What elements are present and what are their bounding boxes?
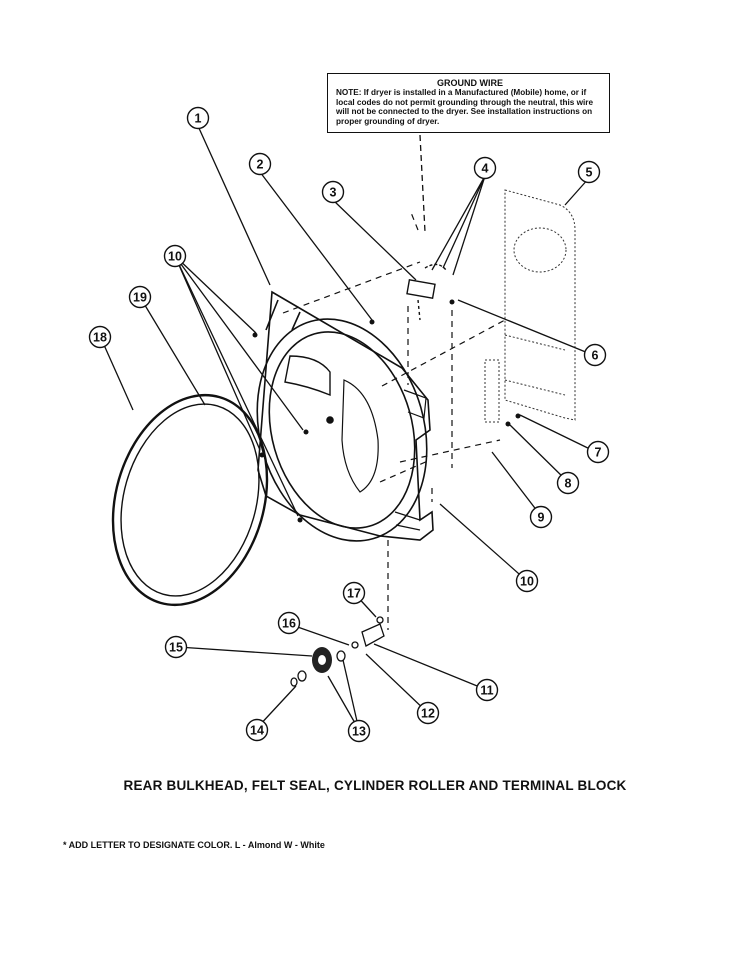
diagram-caption: REAR BULKHEAD, FELT SEAL, CYLINDER ROLLE… (123, 778, 627, 793)
svg-text:12: 12 (421, 707, 435, 721)
svg-text:4: 4 (482, 162, 489, 176)
svg-text:11: 11 (480, 684, 493, 698)
svg-text:9: 9 (538, 511, 545, 525)
svg-text:3: 3 (330, 186, 337, 200)
callout-11: 11 (475, 678, 499, 702)
callout-4: 4 (473, 156, 497, 180)
svg-text:16: 16 (282, 617, 296, 631)
svg-text:18: 18 (93, 331, 107, 345)
callout-7: 7 (586, 440, 610, 464)
callout-12: 12 (416, 701, 440, 725)
svg-text:14: 14 (250, 724, 264, 738)
cylinder-roller (290, 616, 385, 687)
svg-text:17: 17 (347, 587, 361, 601)
ground-wire-note: GROUND WIRE NOTE: If dryer is installed … (327, 73, 610, 133)
svg-text:1: 1 (195, 112, 202, 126)
svg-text:15: 15 (169, 641, 183, 655)
ground-wire-note-text: NOTE: If dryer is installed in a Manufac… (336, 88, 594, 126)
svg-text:6: 6 (592, 349, 599, 363)
assembly-lines (282, 209, 506, 630)
callout-10-upper: 10 (163, 244, 187, 268)
callout-17: 17 (342, 581, 366, 605)
callout-1: 1 (186, 106, 210, 130)
svg-text:19: 19 (133, 291, 147, 305)
ground-wire-note-title: GROUND WIRE (437, 78, 503, 88)
rear-bulkhead (256, 290, 434, 542)
callout-5: 5 (577, 160, 601, 184)
callout-14: 14 (245, 718, 269, 742)
callout-18: 18 (88, 325, 112, 349)
terminal-block (406, 263, 447, 321)
callout-15: 15 (164, 635, 188, 659)
callout-10-lower: 10 (515, 569, 539, 593)
svg-text:8: 8 (565, 477, 572, 491)
callout-19: 19 (128, 285, 152, 309)
leader-lines (99, 125, 597, 731)
svg-text:5: 5 (586, 166, 593, 180)
felt-seal (111, 393, 269, 607)
svg-text:2: 2 (257, 158, 264, 172)
callout-3: 3 (321, 180, 345, 204)
svg-text:10: 10 (520, 575, 534, 589)
callout-9: 9 (529, 505, 553, 529)
svg-text:13: 13 (352, 725, 366, 739)
callout-2: 2 (248, 152, 272, 176)
callout-13: 13 (347, 719, 371, 743)
svg-text:7: 7 (595, 446, 602, 460)
callout-16: 16 (277, 611, 301, 635)
callout-8: 8 (556, 471, 580, 495)
color-footnote: * ADD LETTER TO DESIGNATE COLOR. L - Alm… (63, 840, 325, 850)
back-panel (484, 189, 576, 423)
svg-text:10: 10 (168, 250, 182, 264)
callout-6: 6 (583, 343, 607, 367)
screws (252, 299, 521, 523)
